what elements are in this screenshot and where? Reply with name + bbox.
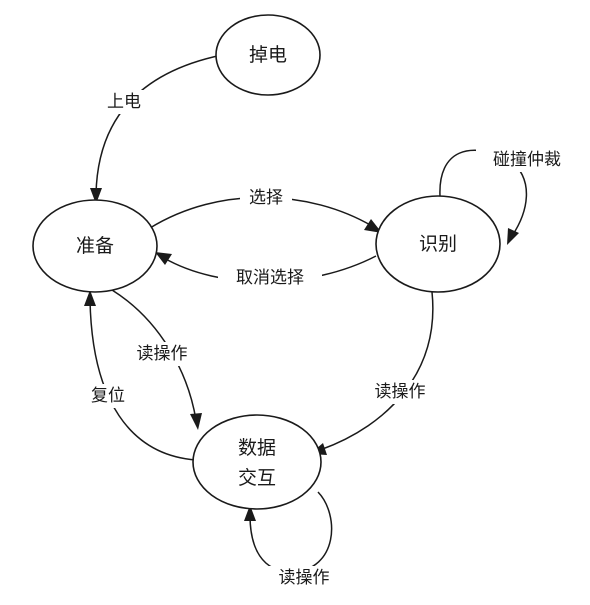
label-power-on: 上电 [107,92,141,112]
label-collision-arbitration: 碰撞仲裁 [493,150,561,170]
edge-reset [84,290,197,461]
state-ready-label: 准备 [76,235,114,257]
state-power-off: 掉电 [215,14,321,96]
state-identify: 识别 [375,195,501,293]
state-identify-label: 识别 [419,233,457,255]
label-reset: 复位 [91,386,125,406]
label-deselect: 取消选择 [236,268,304,288]
state-data-exchange: 数据 交互 [192,414,322,510]
state-data-exchange-label-line1: 数据 [238,437,276,459]
label-select: 选择 [249,188,283,208]
label-read-self-loop: 读操作 [279,568,330,588]
state-ready: 准备 [32,199,158,293]
label-read-identify-to-exchange: 读操作 [375,382,426,402]
edge-power-on [90,54,223,204]
state-data-exchange-label-line2: 交互 [238,467,276,489]
edge-read-identify-to-exchange [310,291,434,455]
label-read-ready-to-exchange: 读操作 [137,344,188,364]
state-power-off-label: 掉电 [249,44,287,66]
